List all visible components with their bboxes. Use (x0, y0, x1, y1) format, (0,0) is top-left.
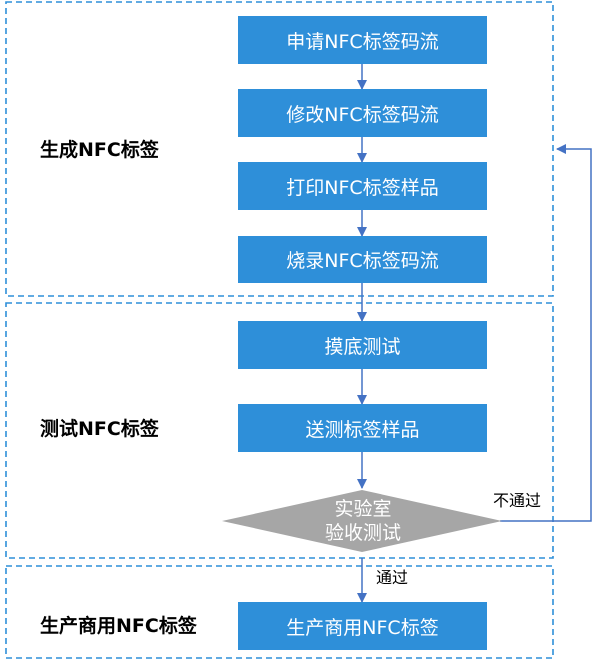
edge-label-fail: 不通过 (493, 491, 542, 510)
phase-frame-test (5, 302, 554, 559)
phase-label-production: 生产商用NFC标签 (40, 615, 197, 637)
step-burn-code-stream: 烧录NFC标签码流 (238, 236, 487, 283)
step-submit-sample: 送测标签样品 (238, 404, 487, 452)
decision-label-line1: 实验室 (334, 498, 392, 520)
phase-frame-generate (5, 1, 554, 297)
connector-fail-loop (500, 144, 592, 522)
edge-label-pass: 通过 (376, 568, 409, 587)
step-modify-code-stream: 修改NFC标签码流 (238, 89, 487, 137)
step-preliminary-test: 摸底测试 (238, 321, 487, 369)
phase-label-generate: 生成NFC标签 (40, 139, 159, 161)
decision-diamond (222, 490, 502, 552)
phase-label-test: 测试NFC标签 (40, 418, 159, 440)
step-commercial-production: 生产商用NFC标签 (238, 602, 487, 650)
decision-label-line2: 验收测试 (324, 522, 401, 544)
phase-frame-production (5, 565, 554, 659)
step-print-sample: 打印NFC标签样品 (238, 162, 487, 210)
step-apply-code-stream: 申请NFC标签码流 (238, 16, 487, 64)
decision-label: 实验室 验收测试 (222, 494, 504, 548)
